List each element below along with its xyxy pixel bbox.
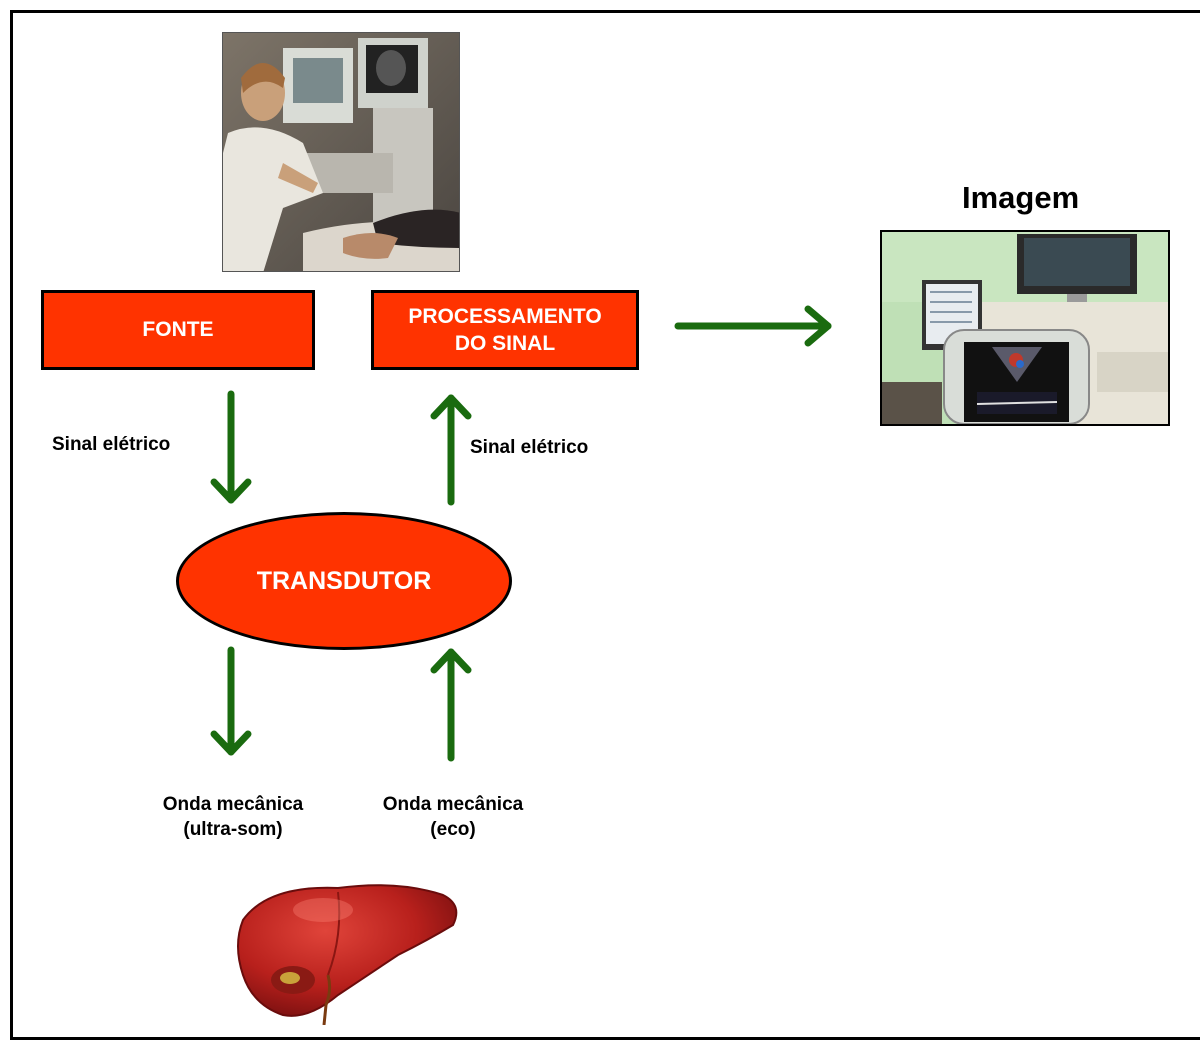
signal-label-left: Sinal elétrico xyxy=(52,434,171,455)
liver-illustration xyxy=(228,880,468,1025)
signal-label-right: Sinal elétrico xyxy=(470,437,589,458)
image-title: Imagem xyxy=(962,180,1080,215)
source-box: FONTE xyxy=(41,290,315,370)
wave-out-label: Onda mecânica (ultra-som) xyxy=(162,794,304,840)
transducer-node: TRANSDUTOR xyxy=(176,512,512,650)
arrow-transducer-to-processing xyxy=(430,394,472,506)
source-box-label: FONTE xyxy=(142,318,214,342)
arrow-processing-to-image xyxy=(674,305,832,347)
transducer-label: TRANSDUTOR xyxy=(256,566,432,595)
wave-echo-label: Onda mecânica (eco) xyxy=(382,794,524,840)
signal-processing-box-label: PROCESSAMENTO DO SINAL xyxy=(408,304,602,355)
arrow-transducer-to-wave xyxy=(210,646,252,756)
signal-processing-box: PROCESSAMENTO DO SINAL xyxy=(371,290,639,370)
arrow-echo-to-transducer xyxy=(430,648,472,762)
arrow-source-to-transducer xyxy=(210,390,252,504)
ultrasound-monitor-photo xyxy=(880,230,1170,426)
ultrasound-operator-photo xyxy=(222,32,460,272)
